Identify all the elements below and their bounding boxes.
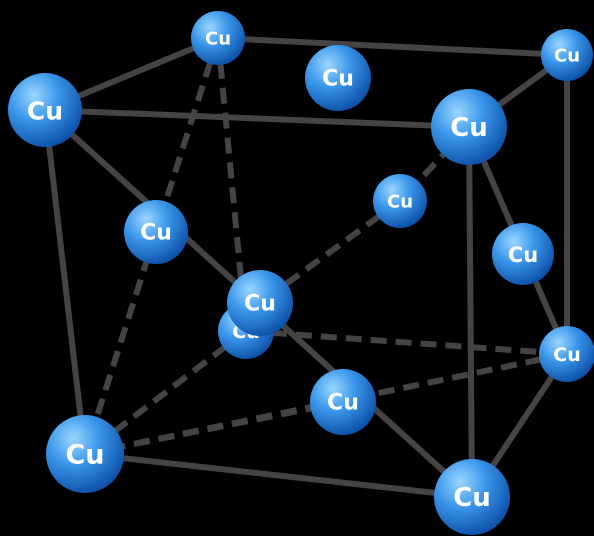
- atom-sphere: [373, 174, 427, 228]
- atom-sphere: [305, 45, 371, 111]
- atom-label: Cu: [205, 29, 231, 50]
- copper-atom-a14: Cu: [434, 459, 510, 535]
- atom-label: Cu: [554, 46, 580, 67]
- atom-label: Cu: [450, 113, 488, 143]
- bond-a13-a14: [84, 451, 473, 500]
- copper-atom-a7: Cu: [124, 200, 188, 264]
- copper-atom-a13: Cu: [46, 415, 124, 493]
- hidden-bond-a6-a10: [258, 198, 402, 306]
- atom-sphere: [434, 459, 510, 535]
- atom-label: Cu: [27, 97, 63, 126]
- atom-label: Cu: [453, 483, 491, 513]
- atoms-layer: CuCuCuCuCuCuCuCuCuCuCuCuCuCu: [8, 11, 594, 535]
- copper-atom-a11: Cu: [539, 326, 594, 382]
- atom-label: Cu: [140, 221, 172, 246]
- hidden-bond-a9-a13: [83, 328, 248, 457]
- atom-label: Cu: [65, 440, 104, 471]
- atom-sphere: [310, 369, 376, 435]
- bond-a1-a3: [217, 35, 568, 58]
- bond-a2-a13: [42, 109, 88, 455]
- bond-a2-a4: [44, 107, 470, 130]
- atom-sphere: [124, 200, 188, 264]
- hidden-bond-a1-a7: [153, 37, 221, 233]
- copper-atom-a12: Cu: [310, 369, 376, 435]
- atom-label: Cu: [244, 292, 276, 317]
- hidden-bond-a9-a11: [245, 328, 568, 357]
- copper-atom-a6: Cu: [373, 174, 427, 228]
- atom-sphere: [8, 73, 82, 147]
- copper-atom-a2: Cu: [8, 73, 82, 147]
- copper-atom-a5: Cu: [305, 45, 371, 111]
- atom-sphere: [191, 11, 245, 65]
- copper-atom-a1: Cu: [191, 11, 245, 65]
- atom-sphere: [539, 326, 594, 382]
- atom-sphere: [492, 223, 554, 285]
- atom-label: Cu: [508, 243, 538, 267]
- atom-sphere: [46, 415, 124, 493]
- atom-sphere: [541, 29, 593, 81]
- copper-atom-a10: Cu: [227, 270, 293, 336]
- bond-a4-a14: [466, 126, 475, 498]
- copper-atom-a8: Cu: [492, 223, 554, 285]
- atom-sphere: [431, 89, 507, 165]
- atom-label: Cu: [553, 344, 580, 366]
- hidden-bond-a7-a13: [82, 231, 159, 455]
- hidden-bond-a13-a12: [84, 399, 344, 457]
- atom-label: Cu: [322, 67, 354, 92]
- atom-sphere: [227, 270, 293, 336]
- copper-atom-a3: Cu: [541, 29, 593, 81]
- atom-label: Cu: [327, 391, 359, 416]
- copper-atom-a4: Cu: [431, 89, 507, 165]
- atom-label: Cu: [387, 192, 413, 213]
